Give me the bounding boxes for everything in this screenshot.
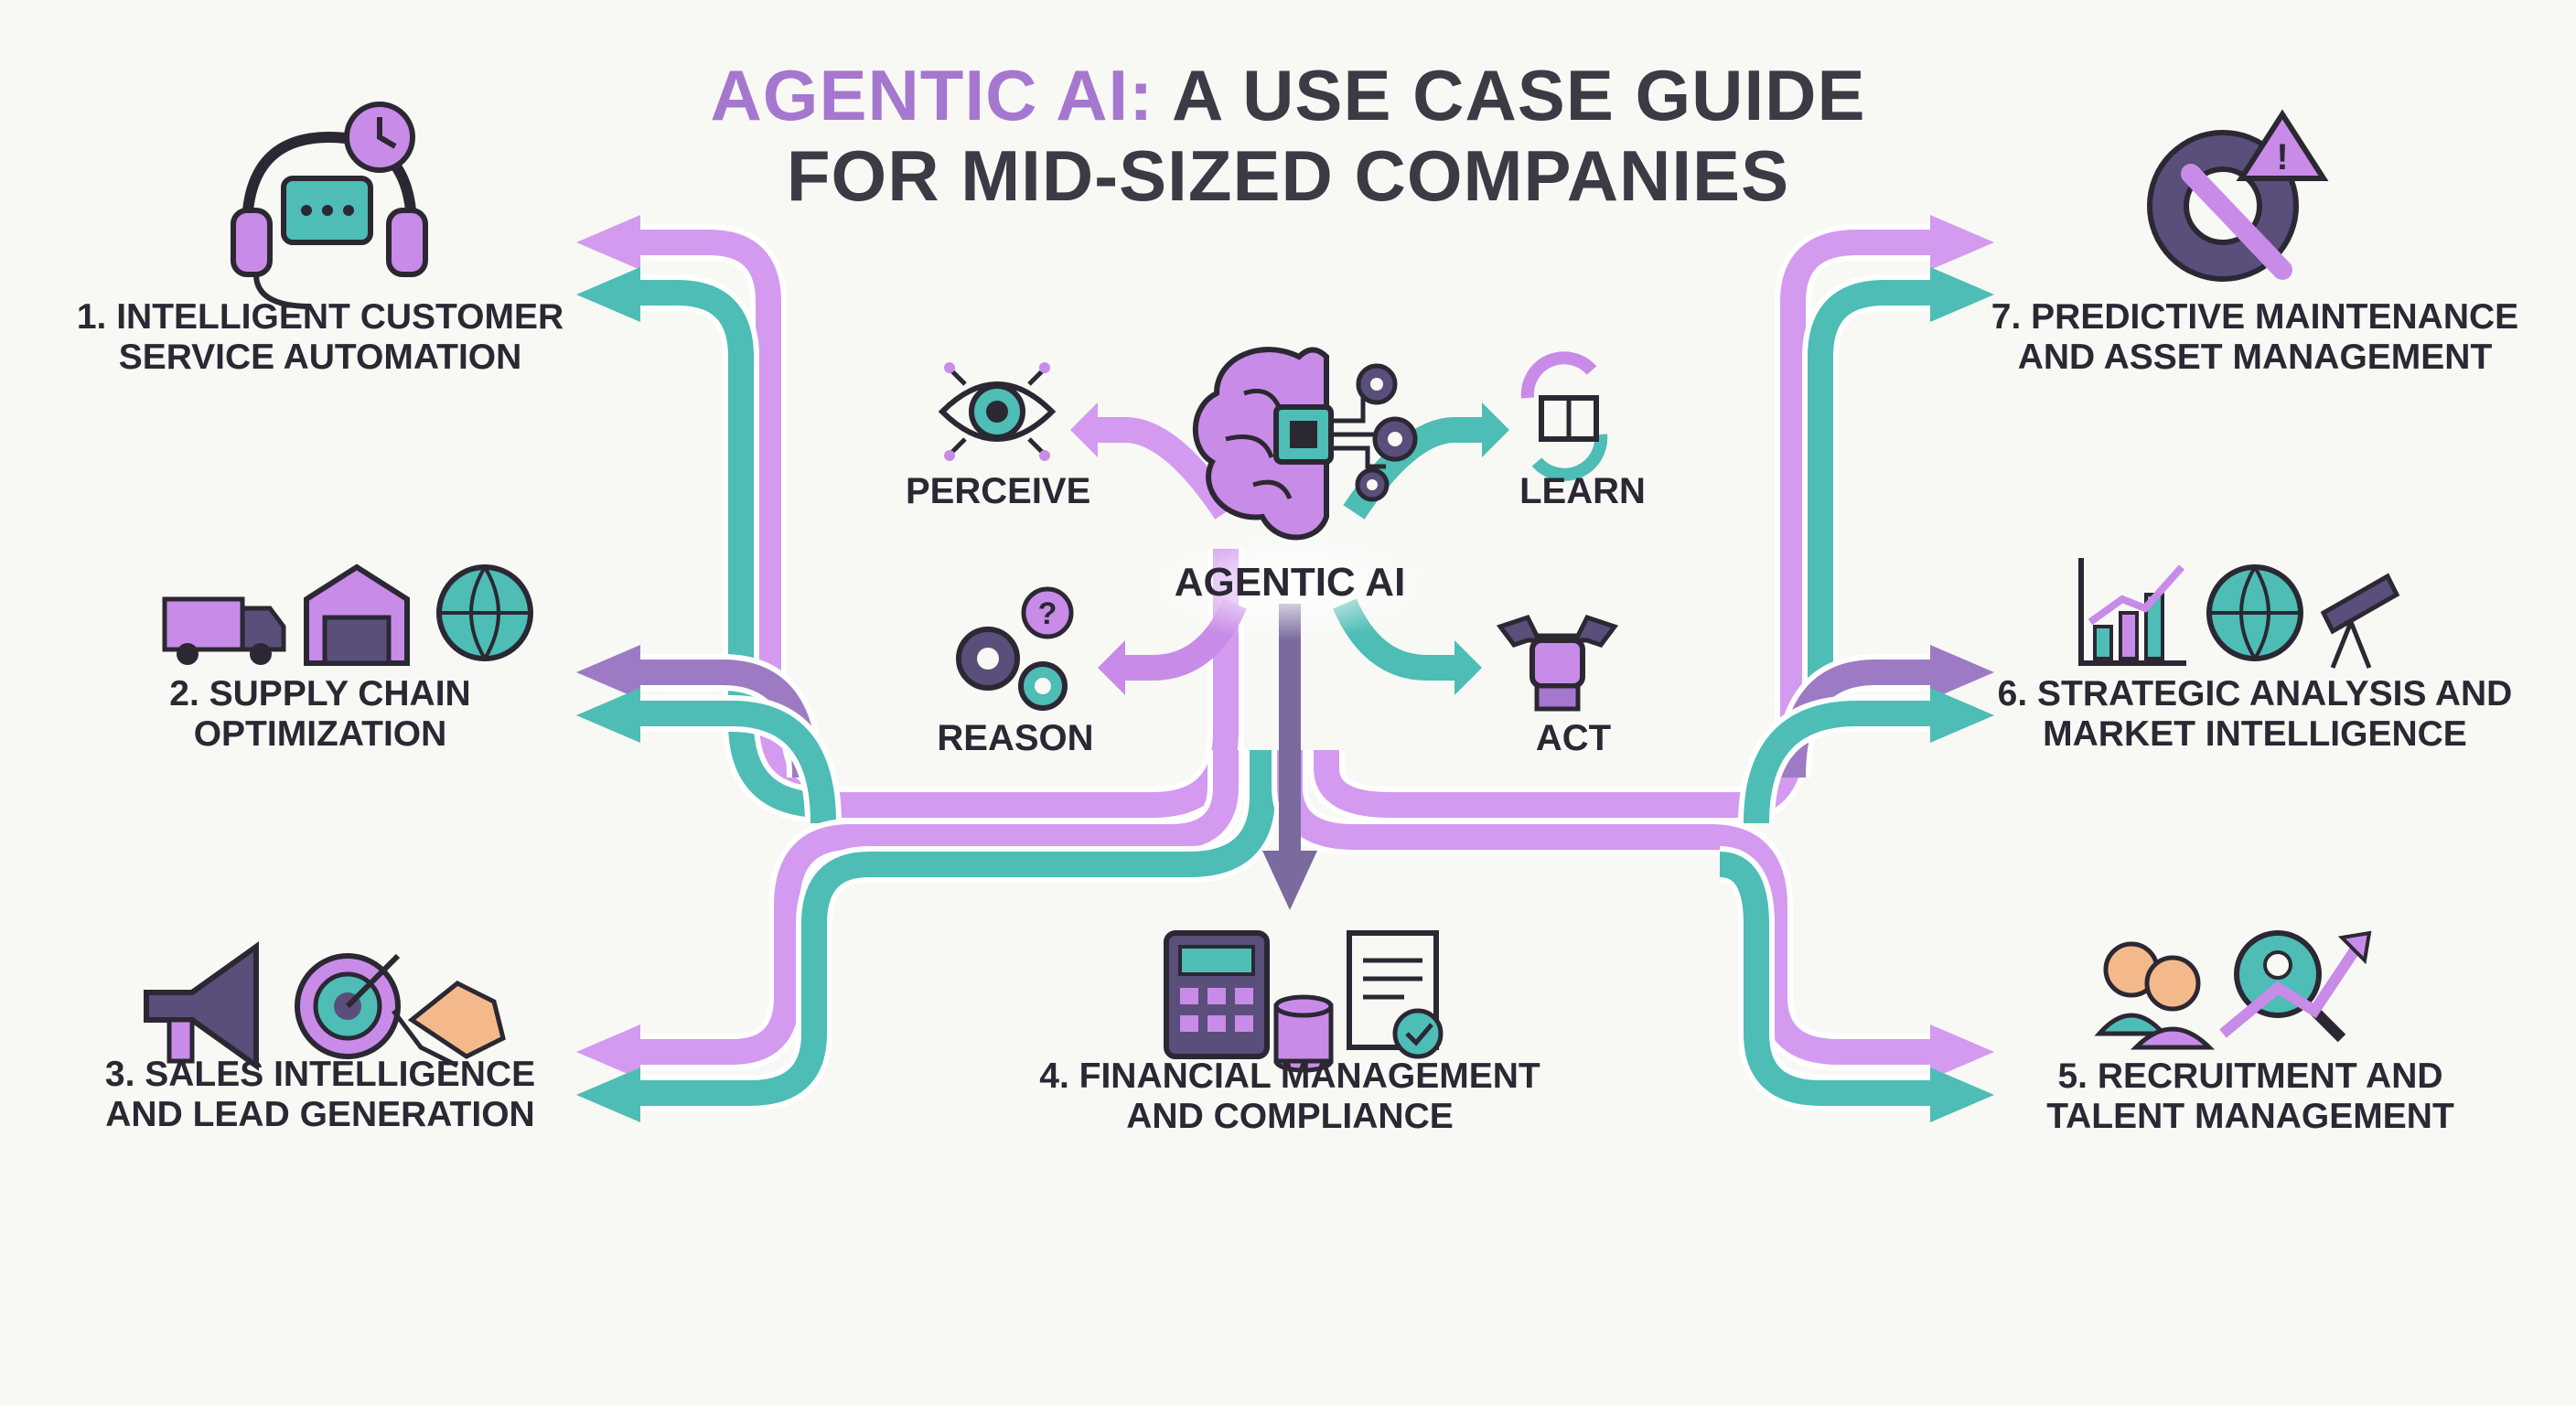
flow-path-uc5 — [1272, 750, 1930, 1111]
capability-learn-label: LEARN — [1519, 471, 1646, 511]
use-case-4-line-2: AND COMPLIANCE — [1126, 1097, 1454, 1136]
capability-reason-label: REASON — [937, 718, 1094, 758]
arrowheads — [576, 215, 1994, 1122]
use-case-1-line-1: 1. INTELLIGENT CUSTOMER — [76, 297, 564, 337]
chart-globe-telescope-icon — [2078, 558, 2400, 669]
svg-text:!: ! — [2276, 137, 2288, 177]
people-search-growth-icon — [2094, 930, 2372, 1050]
use-case-1-line-2: SERVICE AUTOMATION — [118, 338, 522, 377]
use-case-6-label: 6. STRATEGIC ANALYSIS AND MARKET INTELLI… — [1967, 674, 2543, 755]
use-case-4-line-1: 4. FINANCIAL MANAGEMENT — [1039, 1056, 1540, 1096]
page-title-line-1: AGENTIC AI: A USE CASE GUIDE — [0, 55, 2576, 135]
use-case-3-line-2: AND LEAD GENERATION — [105, 1095, 535, 1134]
use-case-5-line-1: 5. RECRUITMENT AND — [2057, 1056, 2443, 1096]
megaphone-target-handshake-icon — [144, 941, 506, 1071]
use-case-2-line-1: 2. SUPPLY CHAIN — [169, 674, 471, 713]
use-case-7-line-2: AND ASSET MANAGEMENT — [2017, 338, 2493, 377]
title-accent: AGENTIC AI: — [710, 55, 1154, 135]
use-case-7-label: 7. PREDICTIVE MAINTENANCE AND ASSET MANA… — [1967, 297, 2543, 378]
eye-icon — [938, 362, 1057, 461]
flow-path-uc3 — [640, 750, 1281, 1111]
flow-path-uc7 — [1308, 224, 1930, 823]
capability-perceive-label: PERCEIVE — [906, 471, 1091, 511]
center-glow — [1143, 531, 1436, 640]
capability-act-label: ACT — [1535, 718, 1612, 758]
learn-book-cycle-icon — [1520, 351, 1608, 481]
use-case-7-line-1: 7. PREDICTIVE MAINTENANCE — [1991, 297, 2519, 337]
use-case-6-line-1: 6. STRATEGIC ANALYSIS AND — [1997, 674, 2513, 713]
brain-circuit-icon — [1192, 347, 1418, 541]
gear-wrench-alert-icon: ! — [2147, 109, 2329, 282]
gears-question-icon: ? — [956, 586, 1074, 711]
title-rest: A USE CASE GUIDE — [1154, 55, 1866, 135]
use-case-5-line-2: TALENT MANAGEMENT — [2046, 1097, 2454, 1136]
use-case-4-label: 4. FINANCIAL MANAGEMENT AND COMPLIANCE — [997, 1056, 1583, 1137]
truck-warehouse-globe-icon — [162, 563, 533, 666]
use-case-3-label: 3. SALES INTELLIGENCE AND LEAD GENERATIO… — [55, 1055, 585, 1135]
center-label: AGENTIC AI — [1174, 560, 1406, 605]
use-case-2-line-2: OPTIMIZATION — [193, 714, 447, 754]
flow-path-uc2 — [640, 654, 842, 824]
use-case-6-line-2: MARKET INTELLIGENCE — [2043, 714, 2467, 754]
use-case-2-label: 2. SUPPLY CHAIN OPTIMIZATION — [55, 674, 585, 755]
use-case-1-label: 1. INTELLIGENT CUSTOMER SERVICE AUTOMATI… — [55, 297, 585, 378]
flow-path-uc1-teal — [640, 274, 824, 823]
use-case-3-line-1: 3. SALES INTELLIGENCE — [104, 1055, 536, 1094]
svg-text:?: ? — [1038, 596, 1057, 631]
calculator-coins-document-icon — [1164, 930, 1444, 1073]
headset-chat-icon — [231, 102, 428, 309]
page-title-line-2: FOR MID-SIZED COMPANIES — [786, 135, 1790, 216]
use-case-5-label: 5. RECRUITMENT AND TALENT MANAGEMENT — [1976, 1056, 2525, 1137]
flow-path-uc6 — [1738, 654, 1930, 824]
fist-wrench-icon — [1496, 614, 1619, 712]
